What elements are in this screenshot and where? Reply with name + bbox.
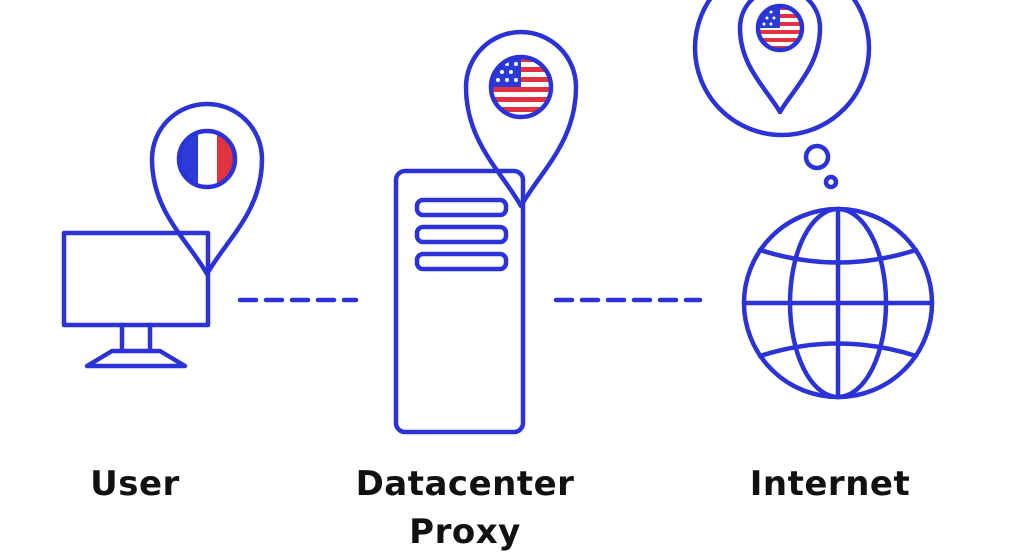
datacenter-proxy-label-line1: Datacenter: [355, 464, 575, 504]
desktop-monitor-icon: [61, 230, 211, 369]
internet-label: Internet: [749, 464, 911, 504]
user-label: User: [90, 464, 180, 504]
location-pin-us-small-icon: [737, 0, 823, 115]
location-pin-france-icon: [149, 101, 265, 277]
location-pin-us-icon: [463, 29, 579, 209]
datacenter-proxy-label: Datacenter Proxy: [330, 460, 600, 556]
thought-bubble-icon: [692, 0, 872, 190]
datacenter-proxy-label-line2: Proxy: [409, 512, 521, 552]
globe-icon: [741, 206, 935, 400]
server-tower-icon: [393, 168, 526, 435]
